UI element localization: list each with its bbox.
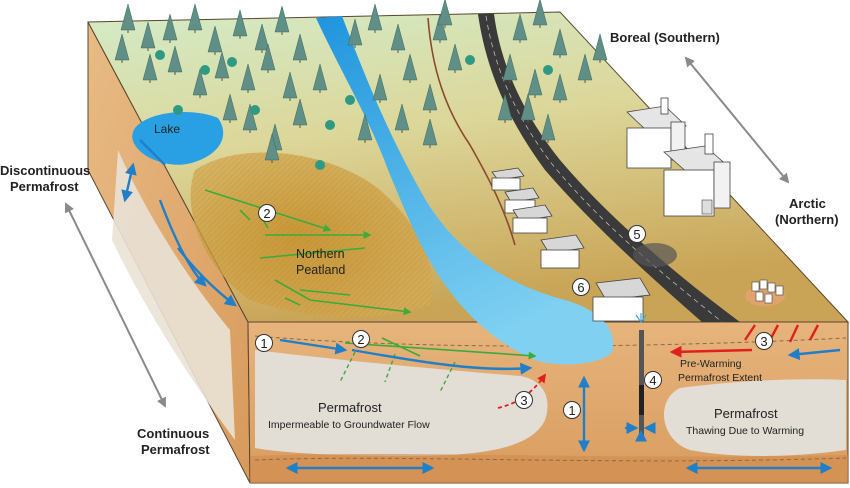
marker-circle xyxy=(255,334,273,352)
lake xyxy=(132,112,224,165)
marker-circle xyxy=(755,332,773,350)
marker-3: 3 xyxy=(515,391,533,409)
marker-label: 2 xyxy=(263,206,270,221)
red-dashed-seep xyxy=(497,373,547,409)
layer-boundary-1 xyxy=(254,335,847,347)
discontinuous-continuous-gradient-arrow xyxy=(65,202,166,408)
marker-circle xyxy=(563,401,581,419)
shrub xyxy=(315,160,325,170)
marker-circle xyxy=(572,278,590,296)
prewarming-arrows xyxy=(669,324,820,358)
label-permafrost-right: Permafrost xyxy=(714,406,778,421)
conifer-tree xyxy=(592,33,608,61)
marker-circle xyxy=(352,330,370,348)
shrub xyxy=(227,57,237,67)
label-boreal: Boreal (Southern) xyxy=(610,30,720,45)
marker-6: 6 xyxy=(572,278,590,296)
marker-label: 3 xyxy=(760,334,767,349)
house-6 xyxy=(592,277,651,322)
number-markers: 1 2 2 3 3 1 4 5 6 xyxy=(255,204,773,419)
label-permafrost-left-sub: Impermeable to Groundwater Flow xyxy=(268,419,430,431)
marker-circle xyxy=(258,204,276,222)
permafrost-left-mass xyxy=(255,350,548,456)
label-discontinuous-2: Permafrost xyxy=(10,179,79,194)
conifer-tree xyxy=(187,3,203,31)
label-prewarming-2: Permafrost Extent xyxy=(678,372,762,384)
thaw-depression xyxy=(633,243,677,267)
layer-boundary-2 xyxy=(254,457,847,462)
house-3 xyxy=(512,204,553,234)
marker-1: 1 xyxy=(563,401,581,419)
trail xyxy=(427,17,516,246)
fuel-drums xyxy=(745,279,785,306)
marker-label: 3 xyxy=(520,393,527,408)
conifer-tree xyxy=(437,0,453,26)
marker-circle xyxy=(628,225,646,243)
house-1 xyxy=(491,167,525,191)
label-discontinuous-1: Discontinuous xyxy=(0,163,90,178)
marker-1: 1 xyxy=(255,334,273,352)
marker-circle xyxy=(644,371,662,389)
label-permafrost-right-sub: Thawing Due to Warming xyxy=(686,425,804,437)
shrub xyxy=(173,105,183,115)
shrub xyxy=(345,95,355,105)
peat-flow-dashed xyxy=(339,351,456,393)
marker-label: 6 xyxy=(577,280,584,295)
marker-label: 1 xyxy=(568,403,575,418)
label-arctic-1: Arctic xyxy=(789,196,826,211)
bedrock-band xyxy=(250,454,848,483)
label-prewarming-1: Pre-Warming xyxy=(680,358,742,370)
forest xyxy=(114,0,608,170)
label-permafrost-left: Permafrost xyxy=(318,400,382,415)
shrub xyxy=(200,65,210,75)
well xyxy=(635,313,647,436)
permafrost-right-mass xyxy=(663,379,846,456)
label-peatland-2: Peatland xyxy=(296,263,345,277)
marker-label: 1 xyxy=(260,336,267,351)
boreal-arctic-gradient-arrow xyxy=(684,56,790,184)
marker-circle xyxy=(515,391,533,409)
marker-2: 2 xyxy=(352,330,370,348)
marker-label: 5 xyxy=(633,227,640,242)
marker-2: 2 xyxy=(258,204,276,222)
label-continuous-1: Continuous xyxy=(137,426,209,441)
house-4 xyxy=(540,234,585,269)
label-continuous-2: Permafrost xyxy=(141,442,210,457)
shrub xyxy=(325,120,335,130)
road-centerline xyxy=(485,15,723,323)
marker-label: 2 xyxy=(357,332,364,347)
label-lake: Lake xyxy=(154,122,180,136)
marker-label: 4 xyxy=(649,373,656,388)
shrub xyxy=(250,105,260,115)
river xyxy=(316,16,614,365)
shrub xyxy=(543,65,553,75)
marker-5: 5 xyxy=(628,225,646,243)
conifer-tree xyxy=(120,3,136,31)
label-arctic-2: (Northern) xyxy=(775,212,839,227)
shrub xyxy=(155,50,165,60)
shrub xyxy=(465,55,475,65)
marker-4: 4 xyxy=(644,371,662,389)
marker-3: 3 xyxy=(755,332,773,350)
label-peatland-1: Northern xyxy=(296,247,345,261)
